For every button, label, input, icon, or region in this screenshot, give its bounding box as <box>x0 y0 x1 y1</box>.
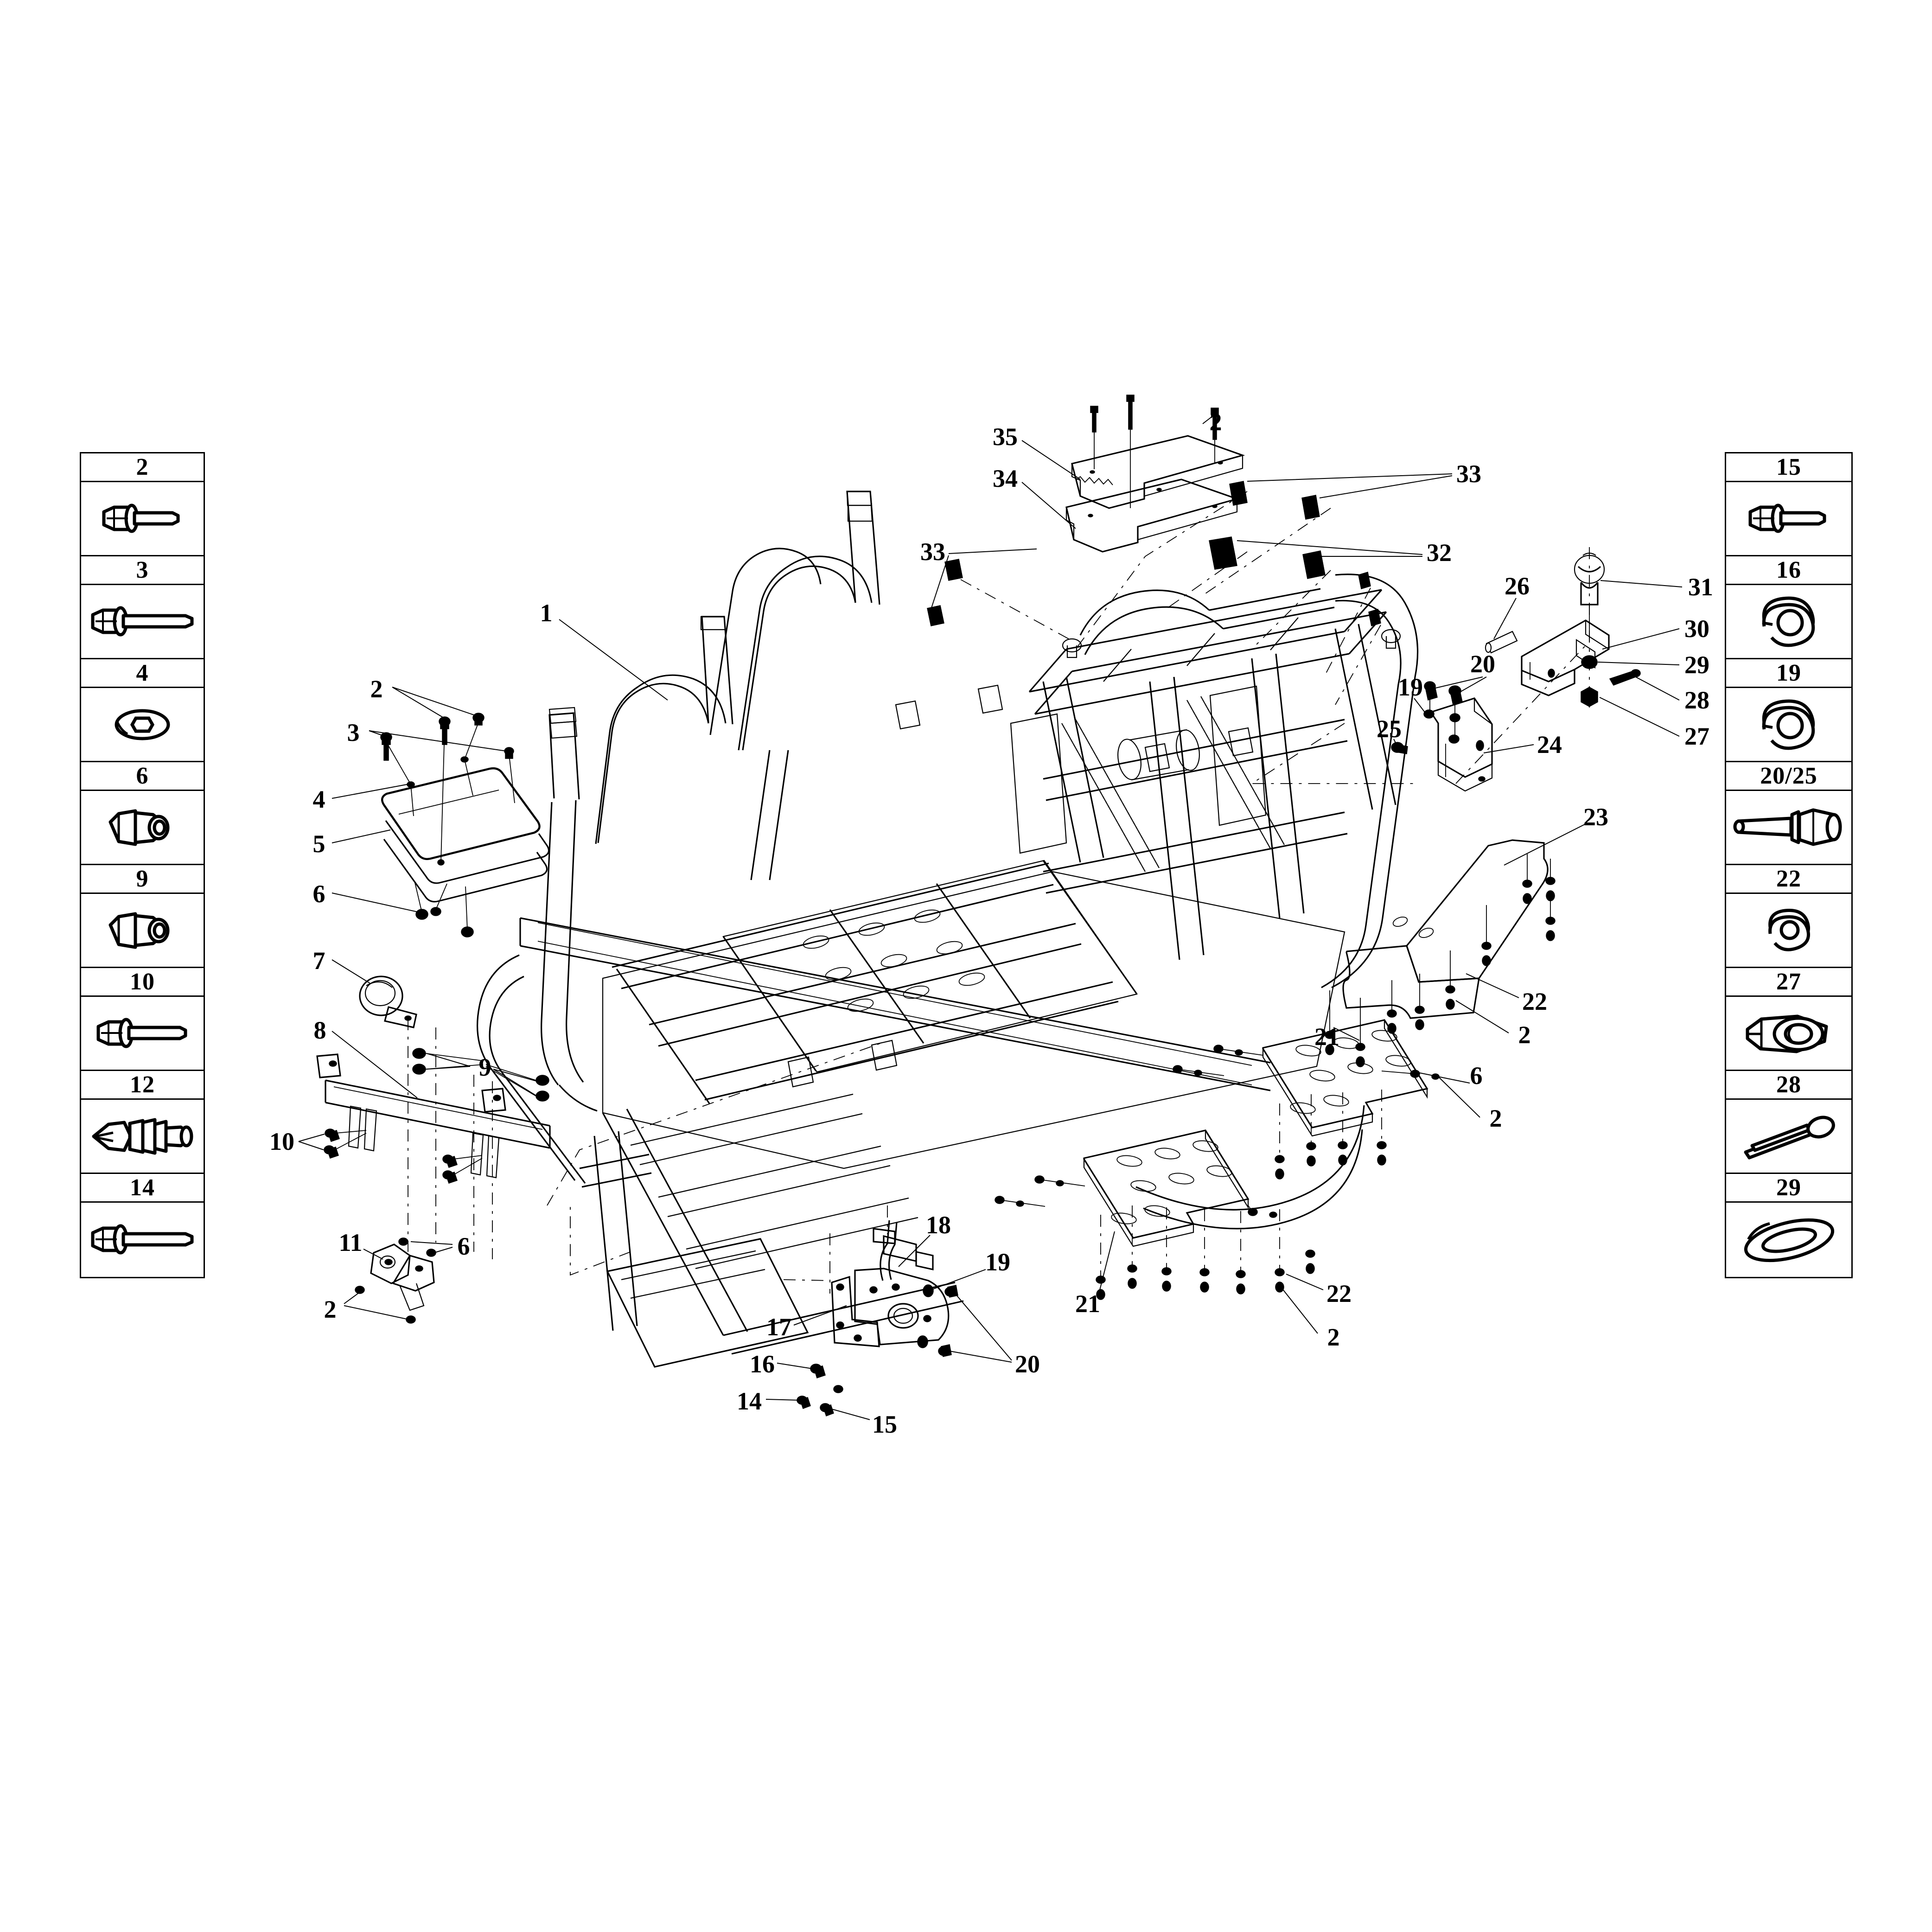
callout-3: 3 <box>347 719 360 746</box>
part-21-floor-boards <box>995 1020 1439 1300</box>
legend-row-number: 10 <box>81 968 204 997</box>
callout-16: 16 <box>750 1350 775 1378</box>
legend-icon-flange-nut <box>81 791 204 865</box>
legend-icon-lock-washer <box>1726 688 1851 762</box>
part-30-ball-mount <box>1456 547 1640 784</box>
callout-24: 24 <box>1537 731 1562 759</box>
callout-2: 2 <box>1518 1021 1531 1049</box>
legend-icon-flange-bolt-medium <box>81 997 204 1071</box>
callout-1: 1 <box>540 599 553 627</box>
callout-20: 20 <box>1015 1350 1040 1378</box>
assembly-centerlines <box>408 491 1419 1275</box>
chassis-frame <box>478 491 1418 1367</box>
legend-icon-flat-ring-washer <box>1726 1203 1851 1277</box>
part-5-seat-cushion <box>382 768 548 902</box>
callout-35: 35 <box>993 423 1018 451</box>
legend-icon-flat-washer <box>81 688 204 762</box>
callout-8: 8 <box>313 1016 326 1044</box>
legend-row-number: 22 <box>1726 865 1851 894</box>
seat-fasteners <box>381 713 515 937</box>
part-23-mudguard <box>1325 840 1555 1067</box>
callout-11: 11 <box>338 1229 363 1256</box>
legend-icon-flange-bolt-short <box>1726 482 1851 556</box>
part-28-cotter-pin <box>1610 670 1640 685</box>
part-8-bumper-bar <box>317 1054 550 1178</box>
legend-row-number: 3 <box>81 556 204 585</box>
legend-row-number: 19 <box>1726 659 1851 688</box>
callout-25: 25 <box>1377 715 1402 743</box>
legend-icon-cotter-pin <box>1726 1100 1851 1174</box>
hitch-fastener-group <box>1391 682 1462 754</box>
part-11-latch <box>355 1238 436 1323</box>
callout-20: 20 <box>1470 650 1495 678</box>
legend-row-number: 29 <box>1726 1174 1851 1203</box>
callout-2: 2 <box>1327 1323 1340 1351</box>
callout-29: 29 <box>1684 651 1709 679</box>
part-35-34-plates <box>1066 395 1243 552</box>
callout-21: 21 <box>1314 1023 1339 1051</box>
callout-7: 7 <box>312 947 325 975</box>
callout-6: 6 <box>312 880 325 908</box>
callout-27: 27 <box>1684 722 1709 750</box>
callout-2: 2 <box>324 1295 337 1323</box>
callout-10: 10 <box>269 1128 294 1155</box>
callout-23: 23 <box>1583 803 1608 831</box>
callout-32: 32 <box>1427 539 1452 567</box>
callout-30: 30 <box>1684 615 1709 643</box>
legend-table-left: 2 3 4 6 <box>80 452 205 1278</box>
callout-6: 6 <box>457 1232 470 1260</box>
callout-4: 4 <box>312 785 325 813</box>
callout-17: 17 <box>766 1313 791 1341</box>
legend-icon-flange-bolt-short <box>81 482 204 556</box>
legend-icon-lock-washer <box>1726 585 1851 659</box>
part-17-18-pedal-bracket <box>784 1205 958 1416</box>
callout-9: 9 <box>478 1053 491 1081</box>
mudguard-fasteners <box>1325 854 1555 1067</box>
callout-34: 34 <box>993 465 1018 492</box>
leader-lines <box>299 414 1682 1420</box>
bolt-group-35 <box>1090 395 1218 508</box>
callout-2: 2 <box>370 675 383 703</box>
callout-28: 28 <box>1684 686 1709 714</box>
callout-19: 19 <box>1398 673 1423 701</box>
callout-26: 26 <box>1505 572 1530 600</box>
legend-icon-flange-bolt-long <box>81 585 204 659</box>
legend-row-number: 16 <box>1726 556 1851 585</box>
callout-14: 14 <box>737 1387 762 1415</box>
callout-33: 33 <box>920 538 945 566</box>
legend-icon-flange-nut <box>81 894 204 968</box>
callout-22: 22 <box>1326 1280 1352 1307</box>
callout-18: 18 <box>926 1211 951 1239</box>
callout-15: 15 <box>872 1410 897 1438</box>
callout-33: 33 <box>1456 460 1481 488</box>
callout-2: 2 <box>1489 1104 1502 1132</box>
callout-22: 22 <box>1522 988 1547 1015</box>
legend-row-number: 15 <box>1726 453 1851 482</box>
callout-6: 6 <box>1470 1062 1483 1090</box>
legend-table-right: 15 16 19 20/25 <box>1725 452 1853 1278</box>
legend-icon-small-lock-washer <box>1726 894 1851 968</box>
legend-icon-hex-nut <box>1726 997 1851 1071</box>
legend-row-number: 28 <box>1726 1071 1851 1100</box>
legend-row-number: 27 <box>1726 968 1851 997</box>
callout-21: 21 <box>1075 1290 1100 1318</box>
callout-5: 5 <box>312 830 325 858</box>
legend-row-number: 9 <box>81 865 204 894</box>
callout-31: 31 <box>1688 573 1713 601</box>
legend-icon-hex-flange-bolt <box>1726 791 1851 865</box>
part-26-pin <box>1486 631 1517 653</box>
legend-row-number: 6 <box>81 762 204 791</box>
part-7-horn <box>360 976 416 1027</box>
legend-row-number: 2 <box>81 453 204 482</box>
callout-2: 2 <box>1209 408 1222 436</box>
legend-icon-flange-bolt-long <box>81 1203 204 1277</box>
legend-row-number: 20/25 <box>1726 762 1851 791</box>
legend-row-number: 12 <box>81 1071 204 1100</box>
legend-row-number: 4 <box>81 659 204 688</box>
callout-19: 19 <box>985 1248 1010 1276</box>
legend-row-number: 14 <box>81 1174 204 1203</box>
clip-parts <box>927 481 1381 626</box>
legend-icon-push-rivet <box>81 1100 204 1174</box>
